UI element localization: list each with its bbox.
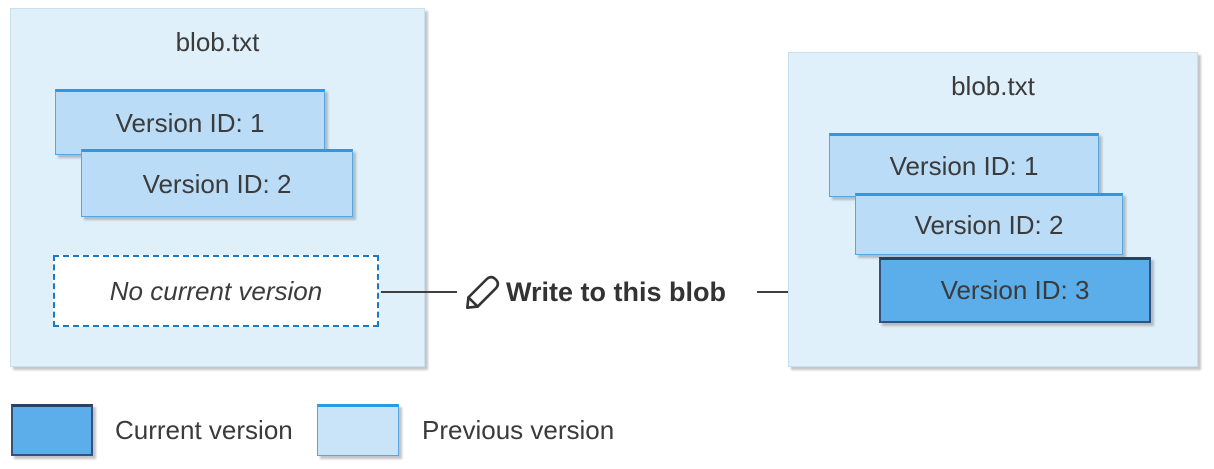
version-box-previous: Version ID: 1 xyxy=(55,89,325,155)
pencil-icon xyxy=(465,275,500,310)
no-current-version-box: No current version xyxy=(53,255,379,327)
blob-title: blob.txt xyxy=(951,71,1035,101)
legend-label-previous-version: Previous version xyxy=(422,414,615,445)
blob-title: blob.txt xyxy=(175,27,260,57)
version-box-previous: Version ID: 2 xyxy=(81,149,353,217)
legend-label-current-version: Current version xyxy=(115,414,293,445)
blob-container-after: blob.txt Version ID: 1 Version ID: 2 Ver… xyxy=(788,52,1198,367)
version-box-previous: Version ID: 2 xyxy=(855,193,1123,255)
legend-swatch-current-version xyxy=(11,404,93,456)
version-box-current: Version ID: 3 xyxy=(879,257,1151,323)
connector-line-left xyxy=(381,291,457,293)
version-box-previous: Version ID: 1 xyxy=(829,133,1099,197)
write-action-label: Write to this blob xyxy=(506,277,726,307)
blob-container-before: blob.txt Version ID: 1 Version ID: 2 No … xyxy=(10,8,425,367)
legend-swatch-previous-version xyxy=(317,404,399,456)
